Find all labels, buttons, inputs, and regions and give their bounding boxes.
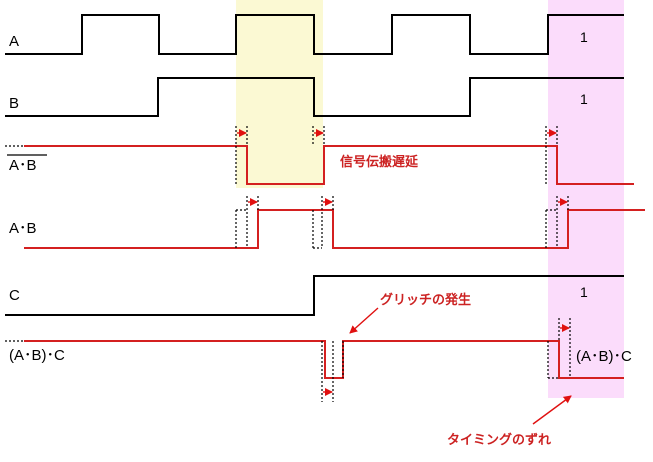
glitch-pointer-arrow xyxy=(349,307,379,334)
annotation-glitch: グリッチの発生 xyxy=(380,292,471,308)
waveform-a xyxy=(5,14,624,55)
value-label-out: (A･B)･C xyxy=(576,348,632,365)
waveform-out xyxy=(24,340,624,379)
annotation-timing-shift: タイミングのずれ xyxy=(447,432,551,448)
signal-label-nand: A･B xyxy=(9,157,37,174)
waveform-c xyxy=(5,275,624,316)
value-label-a: 1 xyxy=(580,29,588,45)
value-label-c: 1 xyxy=(580,284,588,300)
delay-arrows xyxy=(237,129,570,396)
waveform-nand xyxy=(24,145,634,185)
annotation-propagation-delay: 信号伝搬遅延 xyxy=(340,154,419,170)
value-label-b: 1 xyxy=(580,91,588,107)
signal-label-out: (A･B)･C xyxy=(9,347,65,364)
dotted-reference-lines xyxy=(5,126,571,402)
signal-label-and: A･B xyxy=(9,220,37,237)
signal-label-b: B xyxy=(9,95,19,112)
signal-label-c: C xyxy=(9,287,20,304)
waveform-b xyxy=(5,77,624,117)
signal-label-a: A xyxy=(9,33,19,50)
timing-pointer-arrow xyxy=(532,395,572,425)
yellow-highlight-band xyxy=(236,0,323,188)
waveform-and xyxy=(24,209,645,249)
